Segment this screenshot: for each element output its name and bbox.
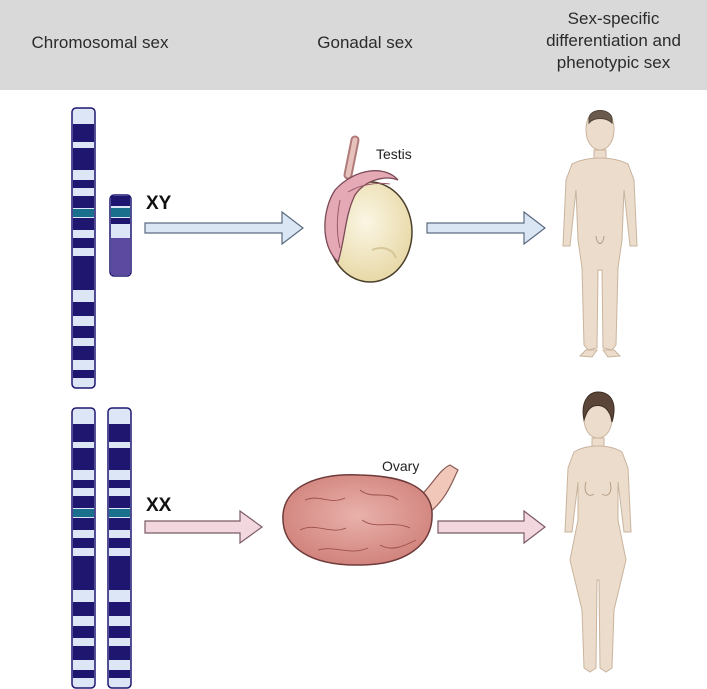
female-figure-illustration — [564, 391, 632, 673]
arrow-testis-to-male — [426, 210, 546, 246]
ovary-label: Ovary — [382, 458, 420, 474]
karyotype-xx-label: XX — [146, 495, 172, 516]
header-phenotypic-line1: Sex-specific — [567, 9, 660, 28]
x-chromosome-female-1 — [71, 407, 96, 689]
header-phenotypic-sex: Sex-specific differentiation and phenoty… — [520, 8, 707, 74]
arrow-xx-to-ovary — [144, 509, 264, 545]
header-phenotypic-line3: phenotypic sex — [556, 53, 671, 72]
header-chromosomal-sex: Chromosomal sex — [31, 33, 169, 52]
testis-label: Testis — [376, 146, 412, 162]
karyotype-xy-label: XY — [146, 193, 172, 214]
testis-illustration — [324, 135, 413, 283]
male-figure-illustration — [562, 110, 638, 358]
header-bar — [0, 0, 707, 90]
ovary-illustration — [282, 464, 459, 566]
x-chromosome-female-2 — [107, 407, 132, 689]
x-chromosome-male — [71, 107, 96, 389]
arrow-ovary-to-female — [437, 509, 546, 545]
y-chromosome — [109, 194, 132, 277]
header-gonadal-sex: Gonadal sex — [317, 33, 413, 52]
arrow-xy-to-testis — [144, 210, 304, 246]
header-phenotypic-line2: differentiation and — [546, 31, 681, 50]
